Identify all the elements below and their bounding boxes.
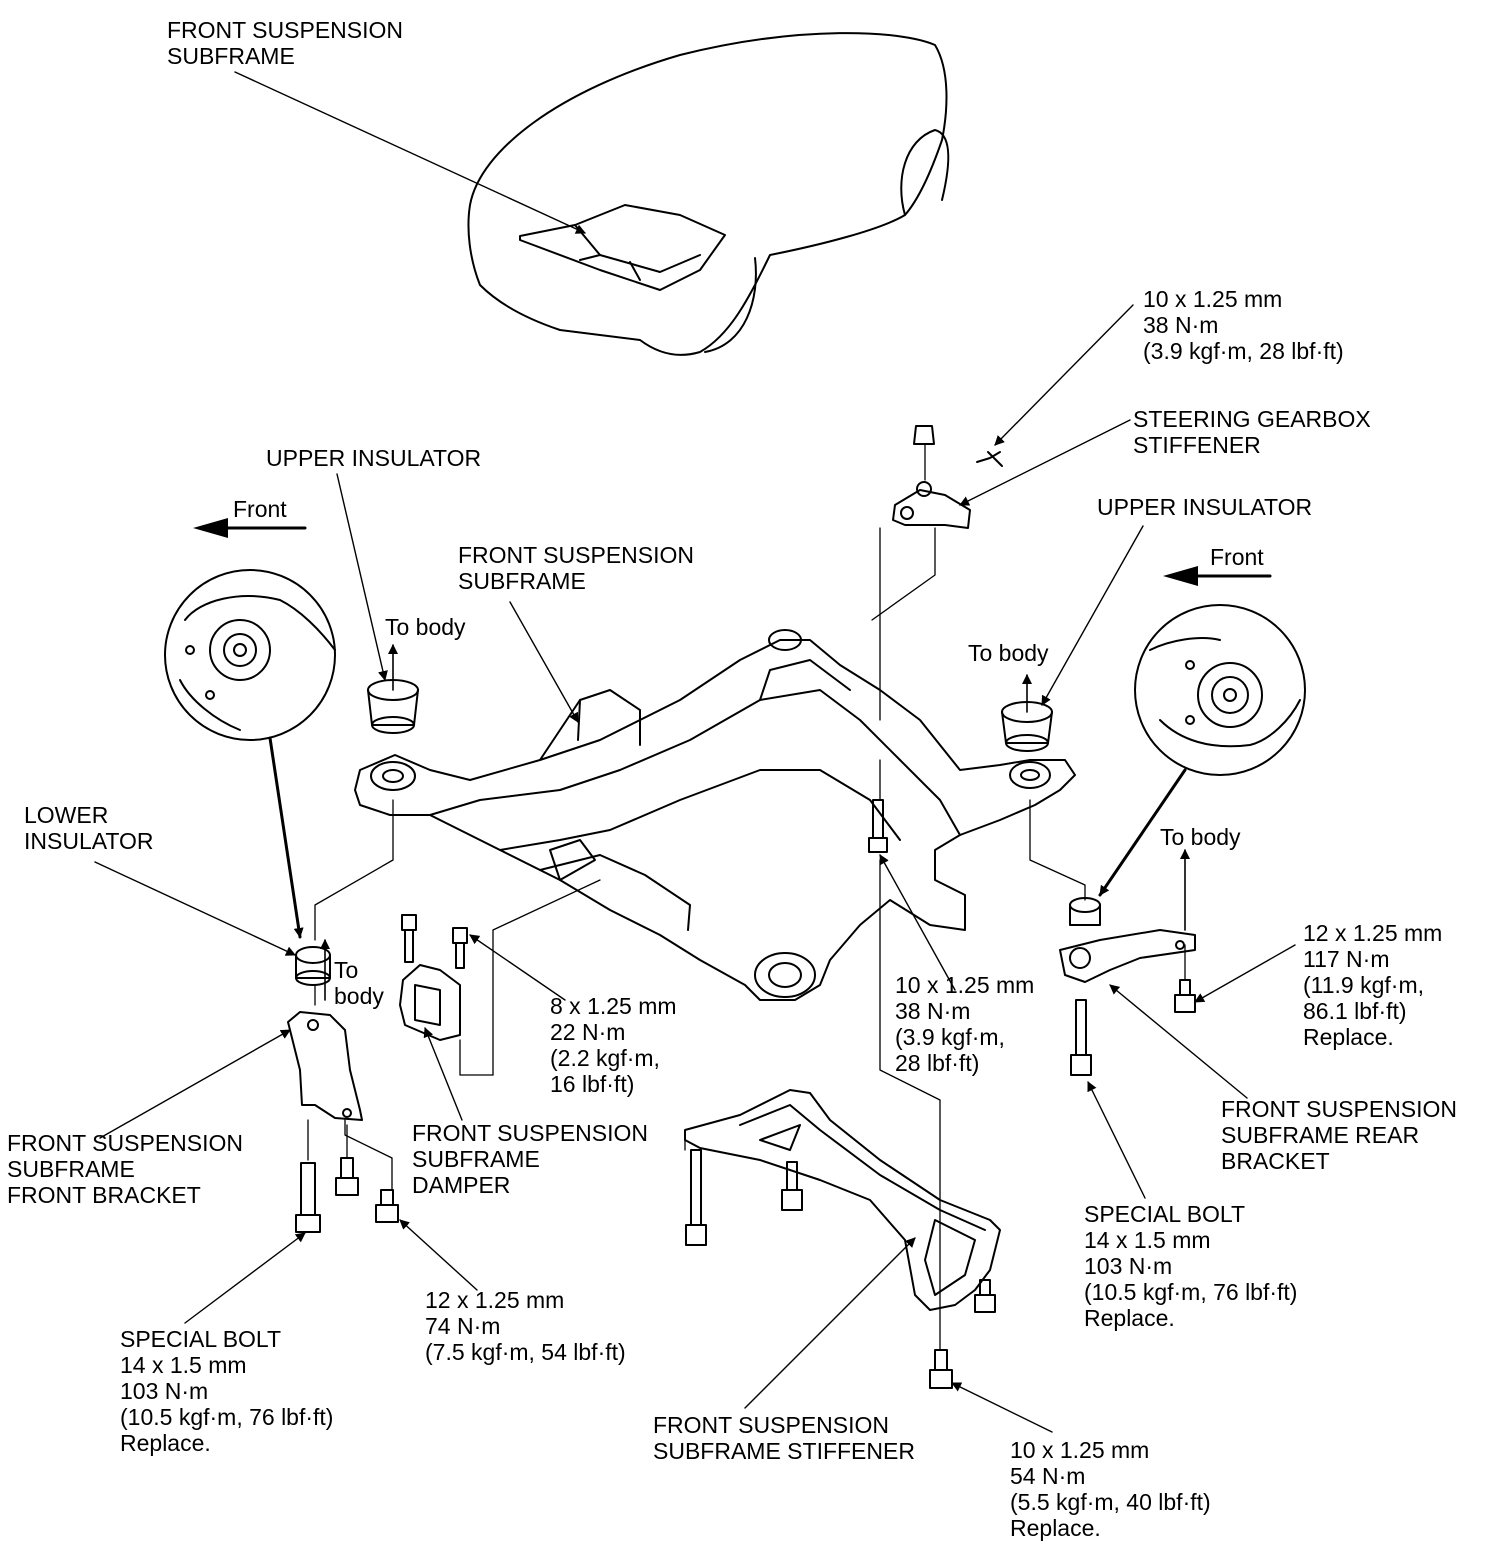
leader-lines xyxy=(94,71,1296,1433)
label-bolt-steering-stiffener: 10 x 1.25 mm 38 N·m (3.9 kgf·m, 28 lbf·f… xyxy=(1143,286,1344,364)
label-front-suspension-subframe-top: FRONT SUSPENSION SUBFRAME xyxy=(167,17,403,69)
label-front-left: Front xyxy=(233,496,287,522)
label-special-bolt-left: SPECIAL BOLT 14 x 1.5 mm 103 N·m (10.5 k… xyxy=(120,1326,334,1456)
label-rear-bracket: FRONT SUSPENSION SUBFRAME REAR BRACKET xyxy=(1221,1096,1457,1174)
label-to-body-lower: To body xyxy=(334,957,384,1009)
damper-shape xyxy=(399,914,468,1041)
label-lower-insulator: LOWER INSULATOR xyxy=(24,802,154,854)
to-body-arrows xyxy=(320,644,1190,1001)
label-bolt-damper: 8 x 1.25 mm 22 N·m (2.2 kgf·m, 16 lbf·ft… xyxy=(550,993,677,1097)
label-bolt-subframe-center: 10 x 1.25 mm 38 N·m (3.9 kgf·m, 28 lbf·f… xyxy=(895,972,1035,1076)
label-to-body-center-right: To body xyxy=(968,640,1049,666)
steering-gearbox-stiffener-shape xyxy=(892,425,1003,529)
car-outline xyxy=(467,32,950,356)
rear-bracket-shape xyxy=(1059,897,1196,1076)
label-stiffener: FRONT SUSPENSION SUBFRAME STIFFENER xyxy=(653,1412,915,1464)
label-to-body-left: To body xyxy=(385,614,466,640)
detail-circle-right xyxy=(1134,604,1306,776)
label-special-bolt-right: SPECIAL BOLT 14 x 1.5 mm 103 N·m (10.5 k… xyxy=(1084,1201,1298,1331)
assembly-lines xyxy=(307,444,1186,1351)
stiffener-shape xyxy=(684,799,1001,1389)
label-bolt-stiffener: 10 x 1.25 mm 54 N·m (5.5 kgf·m, 40 lbf·f… xyxy=(1010,1437,1211,1541)
label-front-bracket: FRONT SUSPENSION SUBFRAME FRONT BRACKET xyxy=(7,1130,243,1208)
label-bolt-rear-bracket: 12 x 1.25 mm 117 N·m (11.9 kgf·m, 86.1 l… xyxy=(1303,920,1443,1050)
label-steering-gearbox-stiffener: STEERING GEARBOX STIFFENER xyxy=(1133,406,1371,458)
label-to-body-right: To body xyxy=(1160,824,1241,850)
subframe-body xyxy=(354,629,1076,1001)
front-arrows xyxy=(193,518,1272,586)
label-damper: FRONT SUSPENSION SUBFRAME DAMPER xyxy=(412,1120,648,1198)
label-bolt-front-bracket: 12 x 1.25 mm 74 N·m (7.5 kgf·m, 54 lbf·f… xyxy=(425,1287,626,1365)
detail-arrows xyxy=(268,736,1187,939)
label-front-suspension-subframe-center: FRONT SUSPENSION SUBFRAME xyxy=(458,542,694,594)
label-front-right: Front xyxy=(1210,544,1264,570)
label-upper-insulator-left: UPPER INSULATOR xyxy=(266,445,482,471)
front-bracket-shape xyxy=(287,946,399,1233)
detail-circle-left xyxy=(164,569,336,741)
label-upper-insulator-right: UPPER INSULATOR xyxy=(1097,494,1313,520)
